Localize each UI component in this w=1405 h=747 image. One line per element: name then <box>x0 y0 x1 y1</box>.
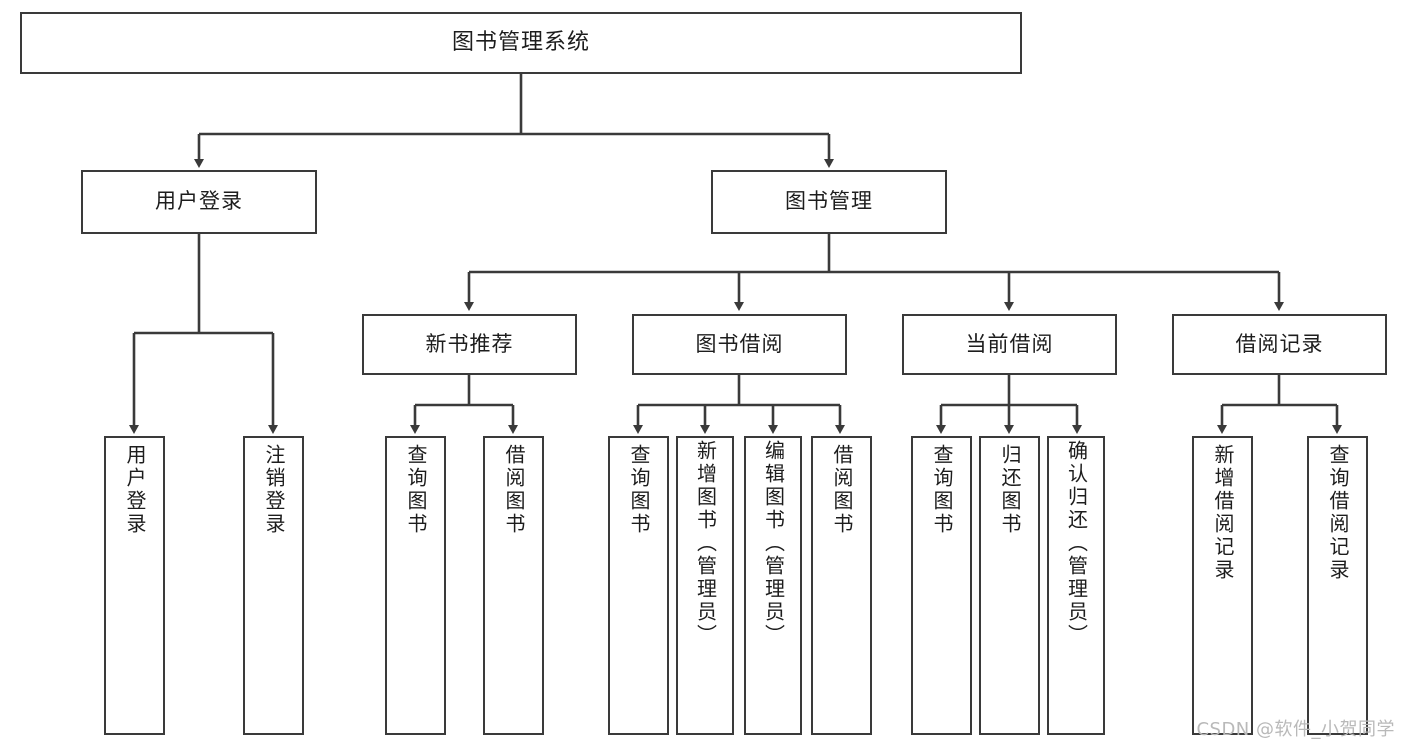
node-label: 借阅图书 <box>502 444 526 536</box>
node-label: 新增图书（管理员） <box>693 440 718 647</box>
leaf-new-book-query[interactable]: 查询图书 <box>385 436 446 735</box>
node-label: 新增借阅记录 <box>1211 444 1235 582</box>
node-label: 用户登录 <box>155 189 243 214</box>
node-current-borrow[interactable]: 当前借阅 <box>902 314 1117 375</box>
csdn-watermark: CSDN @软件_小贺同学 <box>1196 719 1395 740</box>
leaf-user-login[interactable]: 用户登录 <box>104 436 165 735</box>
node-label: 查询图书 <box>404 444 428 536</box>
leaf-add-borrow-record[interactable]: 新增借阅记录 <box>1192 436 1253 735</box>
node-label: 确认归还（管理员） <box>1064 440 1089 647</box>
node-label: 查询图书 <box>627 444 651 536</box>
node-label: 注销登录 <box>262 444 286 536</box>
node-label: 查询借阅记录 <box>1326 444 1350 582</box>
node-root-system[interactable]: 图书管理系统 <box>20 12 1022 74</box>
leaf-confirm-return-admin[interactable]: 确认归还（管理员） <box>1047 436 1105 735</box>
leaf-return-book[interactable]: 归还图书 <box>979 436 1040 735</box>
node-book-management[interactable]: 图书管理 <box>711 170 947 234</box>
node-label: 图书借阅 <box>695 331 784 356</box>
node-label: 查询图书 <box>930 444 954 536</box>
leaf-add-book-admin[interactable]: 新增图书（管理员） <box>676 436 734 735</box>
leaf-current-query-book[interactable]: 查询图书 <box>911 436 972 735</box>
node-borrow-record[interactable]: 借阅记录 <box>1172 314 1387 375</box>
node-label: 图书管理系统 <box>451 29 590 55</box>
leaf-new-book-borrow[interactable]: 借阅图书 <box>483 436 544 735</box>
node-label: 图书管理 <box>785 189 873 214</box>
node-label: 当前借阅 <box>965 331 1054 356</box>
leaf-borrow-book[interactable]: 借阅图书 <box>811 436 872 735</box>
leaf-query-borrow-record[interactable]: 查询借阅记录 <box>1307 436 1368 735</box>
node-label: 新书推荐 <box>425 331 514 356</box>
node-new-book-recommend[interactable]: 新书推荐 <box>362 314 577 375</box>
leaf-borrow-query-book[interactable]: 查询图书 <box>608 436 669 735</box>
node-label: 用户登录 <box>123 444 147 536</box>
node-user-login[interactable]: 用户登录 <box>81 170 317 234</box>
node-label: 借阅记录 <box>1235 331 1324 356</box>
leaf-edit-book-admin[interactable]: 编辑图书（管理员） <box>744 436 802 735</box>
leaf-logout[interactable]: 注销登录 <box>243 436 304 735</box>
node-label: 归还图书 <box>998 444 1022 536</box>
node-book-borrow[interactable]: 图书借阅 <box>632 314 847 375</box>
node-label: 借阅图书 <box>830 444 854 536</box>
node-label: 编辑图书（管理员） <box>761 440 786 647</box>
